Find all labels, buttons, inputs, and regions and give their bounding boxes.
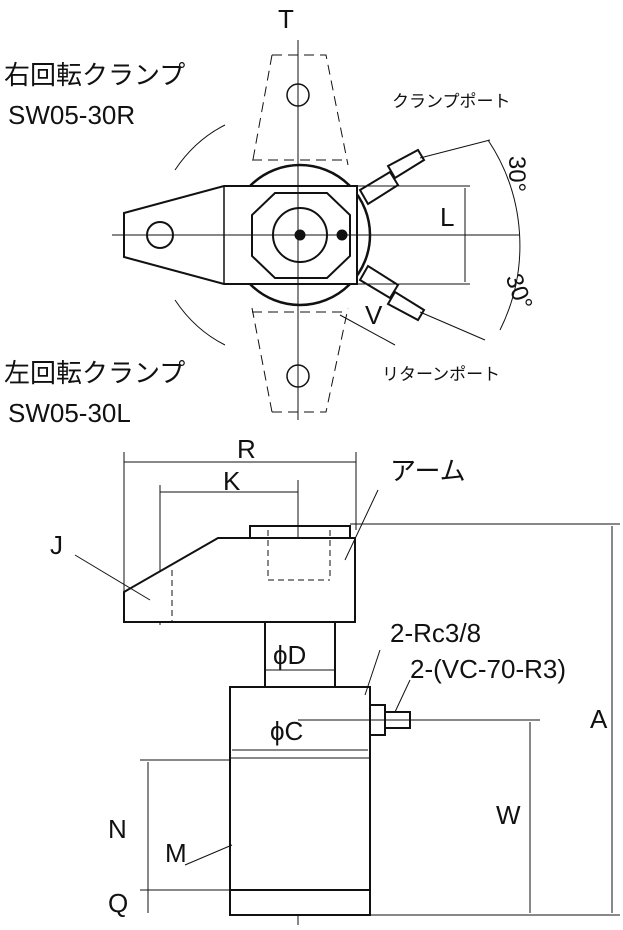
label-phi-c: ϕC — [270, 716, 304, 746]
label-n: N — [108, 814, 127, 844]
label-m: M — [165, 838, 187, 868]
label-j: J — [50, 530, 63, 560]
side-view — [74, 452, 620, 925]
right-clamp-title: 右回転クランプ — [4, 60, 186, 90]
label-t: T — [278, 4, 294, 34]
return-port-label: リターンポート — [382, 365, 501, 384]
top-view — [112, 40, 521, 420]
label-phi-d: ϕD — [273, 640, 307, 670]
label-k: K — [223, 466, 241, 496]
arm-label: アーム — [390, 456, 466, 486]
label-a: A — [590, 704, 608, 734]
clamp-port-label: クランプポート — [392, 92, 511, 111]
label-w: W — [496, 800, 521, 830]
label-q: Q — [108, 888, 129, 918]
fitting-label: 2-(VC-70-R3) — [410, 654, 567, 684]
label-l: L — [440, 202, 455, 232]
angle-upper: 30° — [503, 155, 531, 193]
left-clamp-model: SW05-30L — [8, 398, 131, 428]
label-r: R — [237, 434, 256, 464]
label-v: V — [365, 300, 383, 330]
port-thread-label: 2-Rc3/8 — [390, 618, 482, 648]
right-clamp-model: SW05-30R — [8, 100, 136, 130]
left-clamp-title: 左回転クランプ — [4, 358, 186, 388]
